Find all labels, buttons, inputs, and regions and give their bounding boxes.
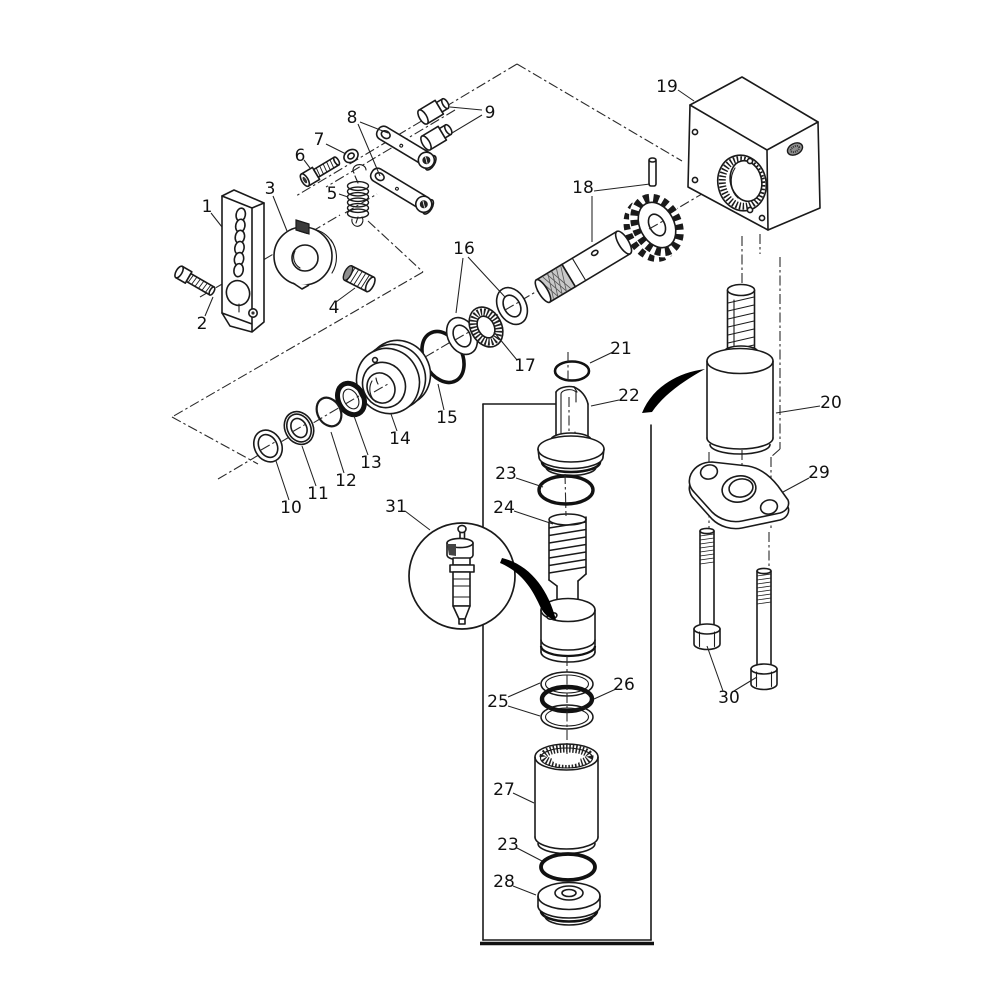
callout-12: 12 <box>335 471 357 491</box>
callout-23-upper: 23 <box>495 464 517 484</box>
part-30-bolt-left <box>693 527 721 651</box>
part-16-washer-right <box>495 286 529 326</box>
callout-25: 25 <box>487 692 509 712</box>
part-23-o-ring-upper <box>537 474 595 506</box>
part-18-gear <box>623 192 685 262</box>
part-7-washer <box>343 148 359 164</box>
part-18-pin <box>648 157 657 187</box>
callout-21: 21 <box>610 339 632 359</box>
part-13-seal-ring <box>335 380 367 418</box>
part-14-bearing-housing <box>355 339 432 415</box>
part-24-worm-screw <box>539 513 597 663</box>
callout-27: 27 <box>493 780 515 800</box>
part-2-bolt <box>174 265 216 296</box>
callout-3: 3 <box>265 179 276 199</box>
part-9-bushing-upper <box>417 97 450 125</box>
part-10-washer <box>252 429 284 463</box>
callout-15: 15 <box>436 408 458 428</box>
callout-labels: 1 2 3 4 5 6 7 8 9 10 11 12 13 14 15 16 1… <box>197 77 842 892</box>
part-31-detail-circle <box>408 522 516 630</box>
callout-31: 31 <box>385 497 407 517</box>
part-27-sleeve <box>534 743 599 855</box>
callout-24: 24 <box>493 498 515 518</box>
callout-19: 19 <box>656 77 678 97</box>
callout-26: 26 <box>613 675 635 695</box>
part-17-needle-bearing <box>468 306 504 348</box>
callout-18: 18 <box>572 178 594 198</box>
callout-7: 7 <box>314 130 325 150</box>
leader-lines <box>204 89 821 896</box>
part-28-cap <box>537 881 601 926</box>
callout-14: 14 <box>389 429 411 449</box>
callout-6: 6 <box>295 146 306 166</box>
swoosh-arrow-to-part20 <box>642 369 705 413</box>
callout-11: 11 <box>307 484 329 504</box>
callout-22: 22 <box>618 386 640 406</box>
callout-30: 30 <box>718 688 740 708</box>
callout-2: 2 <box>197 314 208 334</box>
callout-5: 5 <box>327 184 338 204</box>
part-19-housing-block <box>687 76 821 231</box>
callout-16: 16 <box>453 239 475 259</box>
part-11-washer <box>283 410 315 446</box>
part-9-bushing-lower <box>420 123 453 151</box>
part-8-link-plate-upper <box>375 125 437 171</box>
part-8-link-plate-lower <box>369 167 435 215</box>
callout-4: 4 <box>329 298 340 318</box>
part-3-cam <box>273 219 337 290</box>
part-18-shaft <box>534 230 633 304</box>
callout-8: 8 <box>347 108 358 128</box>
callout-20: 20 <box>820 393 842 413</box>
callout-13: 13 <box>360 453 382 473</box>
callout-29: 29 <box>808 463 830 483</box>
callout-28: 28 <box>493 872 515 892</box>
part-30-bolt-right <box>750 567 778 691</box>
part-20-plunger-assembly <box>706 283 774 455</box>
part-26-o-ring <box>539 684 595 714</box>
column-centerlines <box>564 352 570 754</box>
part-12-o-ring <box>315 396 343 428</box>
callout-9: 9 <box>485 103 496 123</box>
part-5-spring <box>346 164 370 227</box>
part-1-lever <box>221 189 265 333</box>
swoosh-arrow-to-piston <box>500 558 556 620</box>
part-6-bolt <box>299 156 341 188</box>
subassembly-box <box>480 403 654 946</box>
part-21-o-ring <box>553 360 591 382</box>
callout-10: 10 <box>280 498 302 518</box>
part-22-valve-cup <box>537 384 605 477</box>
check-valve-detail <box>446 524 475 625</box>
part-23-o-ring-lower <box>539 852 597 882</box>
callout-1: 1 <box>202 197 213 217</box>
part-29-flange <box>688 461 790 530</box>
part-4-set-screw <box>342 265 376 293</box>
callout-17: 17 <box>514 356 536 376</box>
callout-23-lower: 23 <box>497 835 519 855</box>
